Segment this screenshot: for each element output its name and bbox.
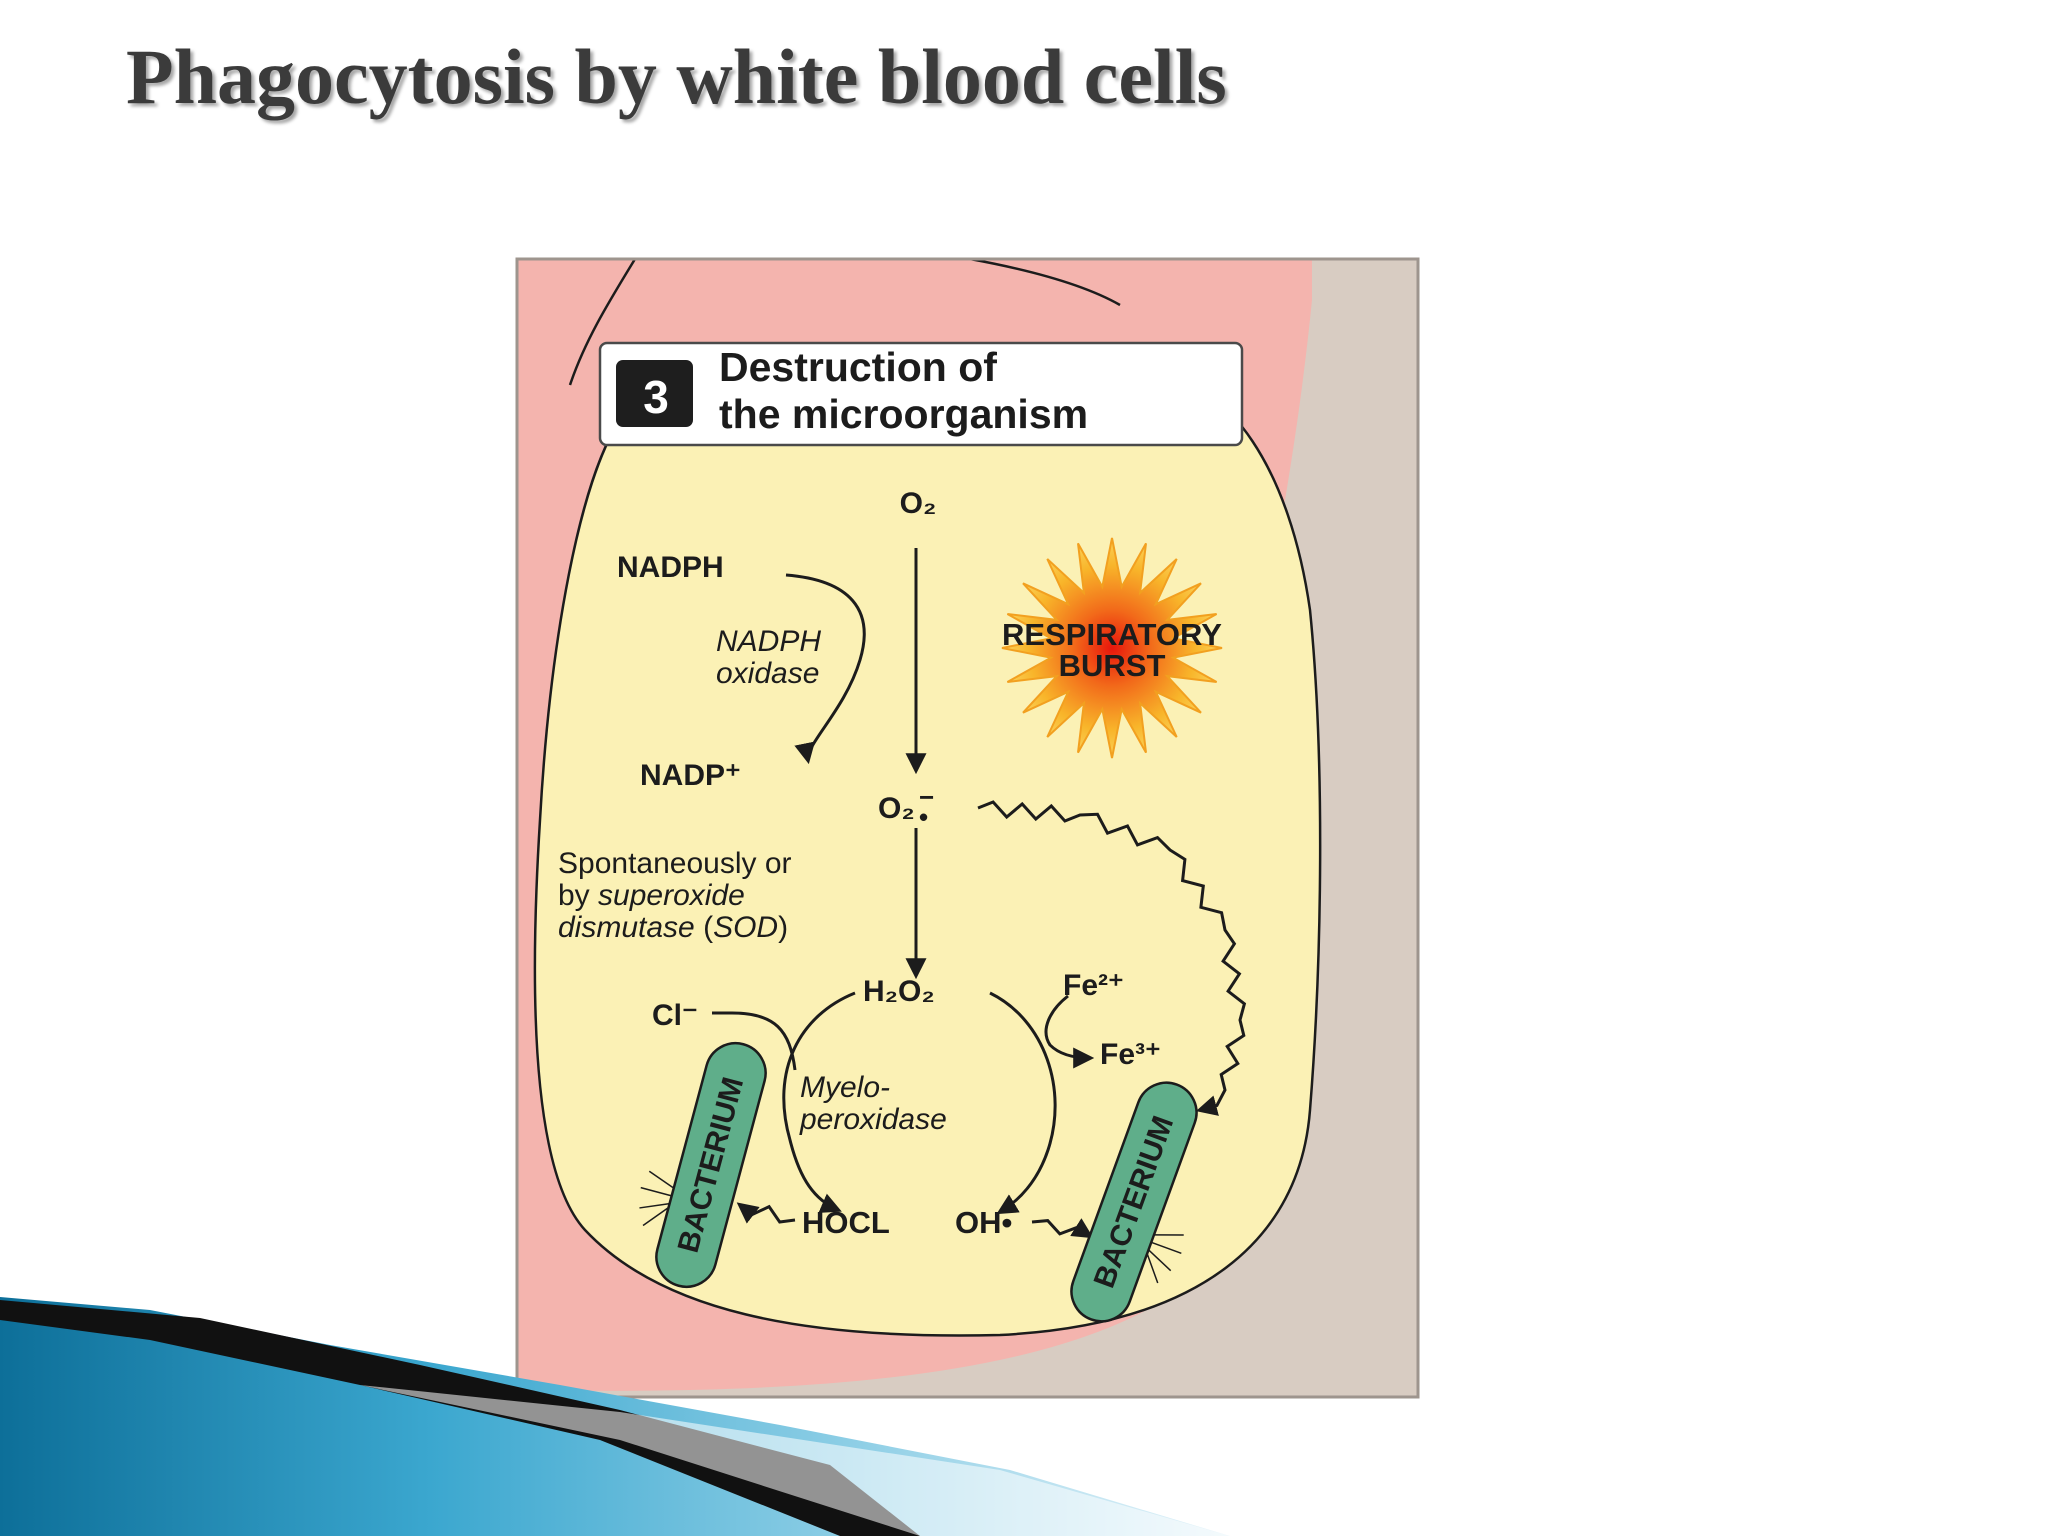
label-spontaneously-3: dismutase (SOD) [558, 911, 788, 944]
bacterium-right [1070, 1081, 1198, 1323]
label-h2o2: H₂O₂ [863, 975, 935, 1008]
label-oh-radical: OH• [955, 1205, 1012, 1240]
footer-highlight [360, 1385, 1230, 1536]
arrow-h2o2-to-oh [989, 991, 1057, 1215]
label-superoxide: O₂ [878, 792, 915, 825]
bacterium-left-damage-marks [639, 1170, 675, 1227]
label-o2: O₂ [900, 487, 937, 520]
footer-black-stripe [0, 1300, 920, 1536]
bacterium-left-body [655, 1041, 767, 1289]
label-fe3: Fe³⁺ [1100, 1038, 1161, 1071]
label-spontaneously-1: Spontaneously or [558, 847, 792, 880]
superoxide-radical-symbol: − [919, 782, 934, 812]
slide-title: Phagocytosis by white blood cells [126, 33, 1227, 120]
label-respiratory: RESPIRATORY [1002, 617, 1222, 652]
label-hocl: HOCL [802, 1205, 890, 1240]
label-myelo-1: Myelo- [800, 1071, 890, 1104]
bacterium-right-body [1070, 1081, 1198, 1323]
step-number-badge [616, 360, 693, 427]
arrow-cl-line [712, 1011, 797, 1071]
membrane-line-right [969, 257, 1121, 307]
panel-heading [598, 341, 1244, 447]
arrow-superoxide-to-bacterium [977, 800, 1247, 1116]
arrow-nadph-to-nadp [785, 573, 866, 765]
label-spontaneously-2: by superoxide [558, 879, 745, 912]
label-nadph: NADPH [617, 551, 724, 584]
label-myelo-2: peroxidase [799, 1103, 947, 1136]
label-fe2: Fe²⁺ [1063, 969, 1124, 1002]
label-burst: BURST [1059, 648, 1166, 683]
label-cl-minus: Cl⁻ [652, 999, 698, 1032]
reaction-arrows [712, 548, 1247, 1239]
superoxide-radical-dot: • [919, 802, 928, 832]
arrow-hocl-to-bacterium [736, 1202, 796, 1224]
arrow-fe2-to-fe3 [1044, 994, 1095, 1069]
arrow-h2o2-to-hocl [782, 991, 856, 1213]
heading-box [598, 341, 1244, 447]
heading-line-1: Destruction of [719, 344, 997, 390]
bacterium-right-damage-marks [1146, 1234, 1184, 1284]
heading-line-2: the microorganism [719, 391, 1088, 437]
figure-frame [515, 257, 1420, 1399]
label-nadph-oxidase-1: NADPH [716, 625, 821, 658]
label-nadph-oxidase-2: oxidase [716, 657, 819, 690]
footer-swoosh [0, 1297, 1230, 1536]
bacterium-left [639, 1041, 767, 1289]
arrow-oh-to-bacterium [1031, 1218, 1094, 1239]
label-nadp-plus: NADP⁺ [640, 759, 741, 792]
step-number: 3 [643, 371, 669, 423]
membrane-line-left [568, 258, 637, 386]
respiratory-burst-icon [1001, 537, 1223, 759]
